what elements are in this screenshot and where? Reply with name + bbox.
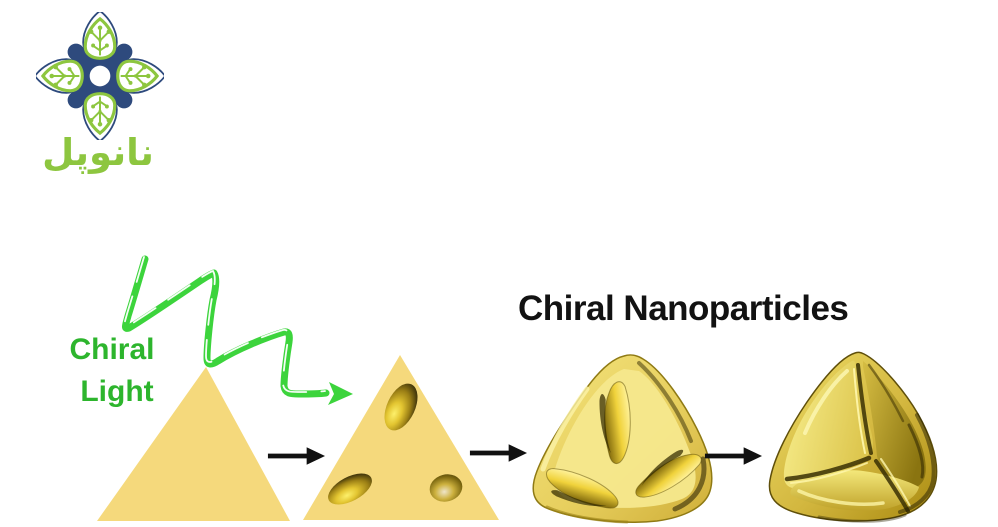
chiral-light-line2: Light	[80, 375, 154, 408]
chiral-nanoparticle-final	[768, 351, 938, 523]
chiral-light-line1: Chiral	[69, 333, 155, 366]
chiral-light-label: Chiral Light	[46, 329, 178, 413]
chiral-nanoparticle-forming	[532, 354, 713, 524]
gold-nanoprism	[97, 367, 290, 521]
logo	[36, 12, 164, 140]
step-arrow-1-right-icon	[267, 447, 326, 465]
logo-flower-icon	[36, 12, 164, 140]
pit-bottom-left	[328, 473, 372, 505]
step-arrow-3-right-icon	[704, 447, 763, 465]
section-title: Chiral Nanoparticles	[518, 289, 849, 328]
chiral-light-wave-arrow-icon	[122, 255, 353, 405]
pit-bottom-right	[429, 474, 463, 502]
pit-top	[384, 383, 418, 431]
logo-wordmark: نانوپل	[42, 131, 154, 174]
step-arrow-2-right-icon	[469, 444, 528, 462]
nanoprism-with-pits	[303, 355, 499, 520]
